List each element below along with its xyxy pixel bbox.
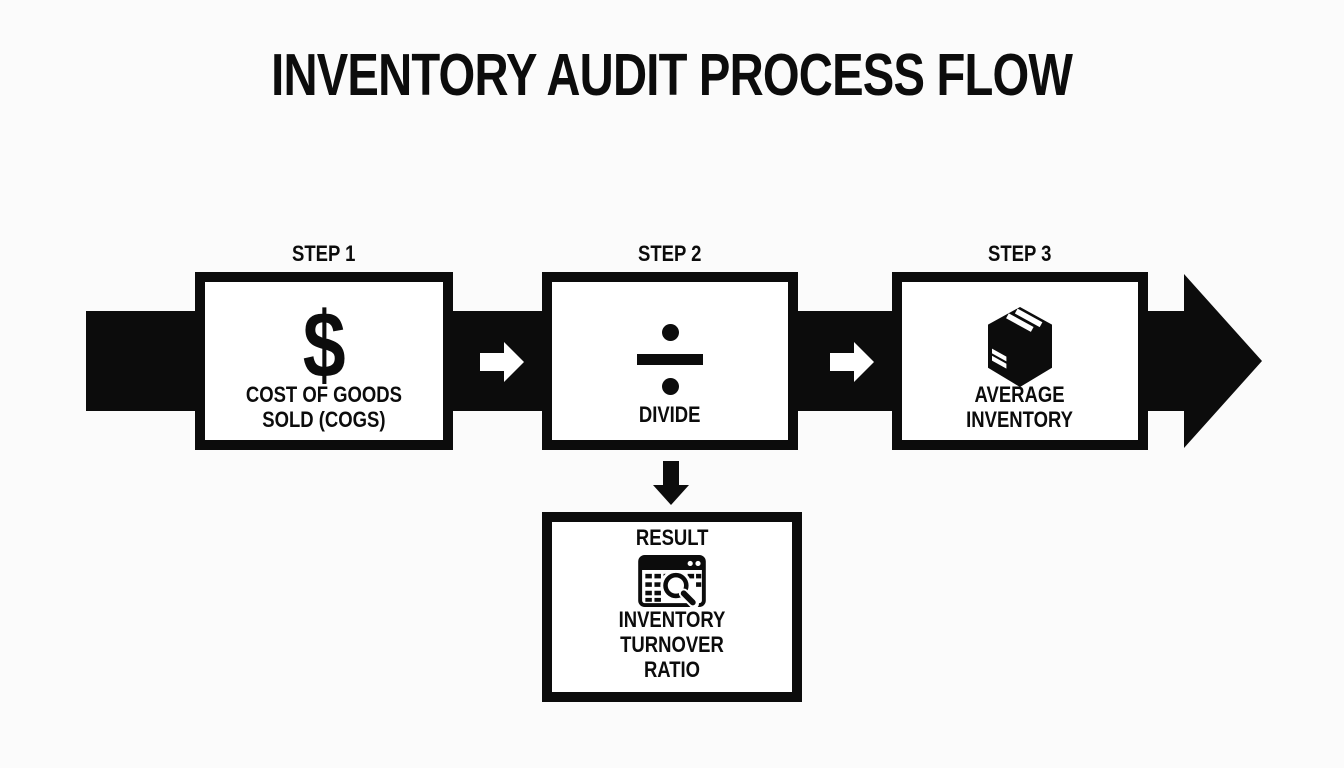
diagram-title: INVENTORY AUDIT PROCESS FLOW <box>0 44 1344 106</box>
report-magnifier-icon <box>638 555 706 607</box>
divide-dot-top <box>661 323 679 341</box>
step1-caption: COST OF GOODS SOLD (COGS) <box>245 382 403 432</box>
step2-box: DIVIDE <box>542 272 798 450</box>
result-box: RESULT INVENTORY TURNOVER RATIO <box>542 512 802 702</box>
divide-bar <box>637 353 703 365</box>
diagram-title-text: INVENTORY AUDIT PROCESS FLOW <box>271 42 1073 108</box>
step3-label: STEP 3 <box>988 241 1052 266</box>
divide-dot-bottom <box>661 377 679 395</box>
step1-label: STEP 1 <box>292 241 356 266</box>
step2-caption: DIVIDE <box>639 402 701 427</box>
step3-box: AVERAGE INVENTORY <box>892 272 1148 450</box>
result-caption: INVENTORY TURNOVER RATIO <box>618 607 726 682</box>
step2-label: STEP 2 <box>638 241 702 266</box>
small-right-arrow-icon <box>830 342 874 382</box>
small-right-arrow-icon <box>480 342 524 382</box>
step1-box: $ COST OF GOODS SOLD (COGS) <box>195 272 453 450</box>
dollar-sign-icon: $ <box>302 292 346 397</box>
step3-caption: AVERAGE INVENTORY <box>966 382 1074 432</box>
step2-icon-zone <box>556 286 784 395</box>
package-box-icon <box>988 307 1052 387</box>
step1-icon-zone: $ <box>209 286 439 393</box>
process-flow-arrowhead <box>1184 274 1262 448</box>
divide-icon <box>637 323 703 395</box>
step3-icon-zone <box>906 286 1134 387</box>
down-arrow-icon <box>653 461 689 505</box>
result-label: RESULT <box>635 525 709 550</box>
